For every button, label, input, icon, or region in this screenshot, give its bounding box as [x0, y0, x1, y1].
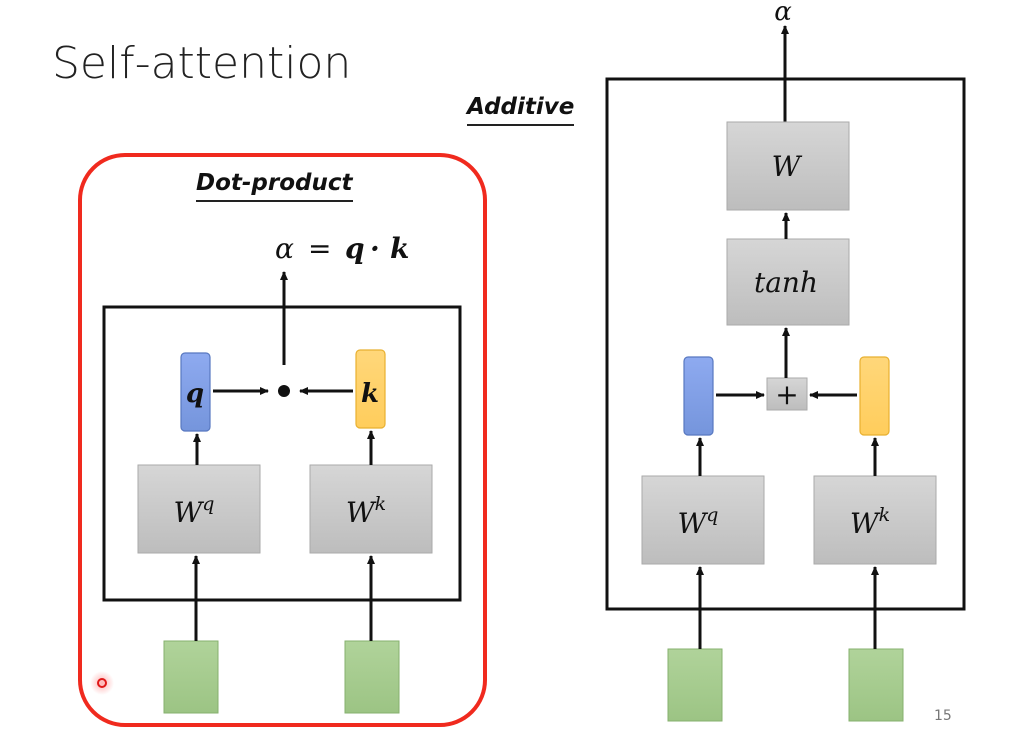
additive-wq-label: Wq	[678, 504, 719, 540]
dot-product-label-text: Dot-product	[196, 170, 353, 196]
additive-output-alpha: α	[774, 0, 792, 27]
w-label: W	[772, 150, 803, 183]
plus-operator-box	[766, 377, 808, 411]
additive-key-vector	[859, 356, 890, 436]
tanh-label: tanh	[754, 266, 818, 299]
input-vector-right	[344, 640, 400, 714]
mouse-cursor-icon	[97, 678, 107, 688]
wq-box	[137, 464, 261, 554]
additive-underline	[467, 124, 575, 126]
additive-label-text: Additive	[467, 94, 575, 120]
slide-title: Self-attention	[52, 38, 352, 89]
key-vector	[355, 349, 386, 429]
input-vector-left	[163, 640, 219, 714]
wq-label: Wq	[174, 493, 215, 529]
plus-operator: +	[775, 378, 798, 411]
additive-wk-label: Wk	[850, 504, 890, 540]
dot-product-frame	[78, 153, 487, 727]
additive-wq-box	[641, 475, 765, 565]
cursor-glow	[90, 671, 114, 695]
wk-label: Wk	[346, 493, 386, 529]
dot-product-operator	[278, 385, 290, 397]
wk-box	[309, 464, 433, 554]
page-number: 15	[934, 708, 952, 724]
tanh-box	[726, 238, 850, 326]
formula-dot: ·	[370, 232, 380, 265]
additive-input-left	[667, 648, 723, 722]
w-box	[726, 121, 850, 211]
formula-q: q	[345, 232, 365, 265]
dot-product-underline	[196, 200, 353, 202]
query-vector-label: q	[186, 379, 204, 409]
key-vector-label: k	[361, 379, 379, 409]
additive-wk-box	[813, 475, 937, 565]
dot-product-label: Dot-product	[196, 170, 353, 202]
dot-product-module-box	[102, 305, 462, 602]
formula-equals: =	[308, 232, 331, 265]
additive-input-right	[848, 648, 904, 722]
additive-label: Additive	[467, 94, 575, 126]
formula-k: k	[390, 232, 409, 265]
query-vector	[180, 352, 211, 432]
additive-query-vector	[683, 356, 714, 436]
formula-alpha: α	[275, 232, 294, 265]
